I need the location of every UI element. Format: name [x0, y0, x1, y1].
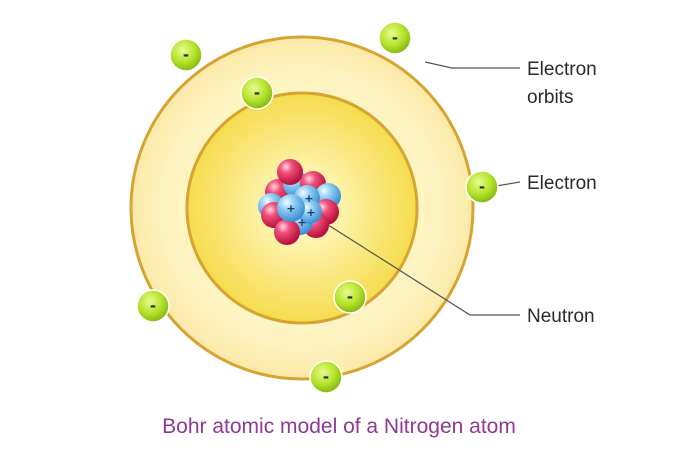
electron: -: [378, 21, 412, 55]
proton-plus-sign: +: [286, 202, 295, 215]
electron-label: Electron: [527, 173, 597, 194]
electron-orbits-leader-line: [424, 61, 520, 69]
electron: -: [309, 360, 343, 394]
proton-plus-sign: +: [306, 206, 315, 219]
proton: [277, 159, 303, 185]
electron-orbits-label-line2: orbits: [527, 87, 573, 108]
electron-leader-line: [495, 181, 521, 187]
electron-minus-sign: -: [479, 178, 485, 196]
electron-minus-sign: -: [150, 297, 156, 315]
electron: -: [240, 76, 274, 110]
electron-orbits-label-line1: Electron: [527, 59, 597, 80]
electron: -: [465, 170, 499, 204]
proton-plus-sign: +: [297, 216, 306, 229]
diagram-caption: Bohr atomic model of a Nitrogen atom: [162, 415, 516, 438]
electron-minus-sign: -: [347, 288, 353, 306]
electron: -: [333, 280, 367, 314]
electron-minus-sign: -: [183, 46, 189, 64]
neutron-label: Neutron: [527, 306, 595, 327]
electron: -: [169, 38, 203, 72]
proton-plus-sign: +: [304, 192, 313, 205]
electron: -: [136, 289, 170, 323]
proton: [274, 219, 300, 245]
electron-minus-sign: -: [323, 368, 329, 386]
neutron-particle: [277, 194, 305, 222]
neutron-leader-line: [313, 215, 520, 316]
electron-minus-sign: -: [254, 84, 260, 102]
electron-minus-sign: -: [392, 29, 398, 47]
nucleus: + + + +: [258, 159, 341, 245]
